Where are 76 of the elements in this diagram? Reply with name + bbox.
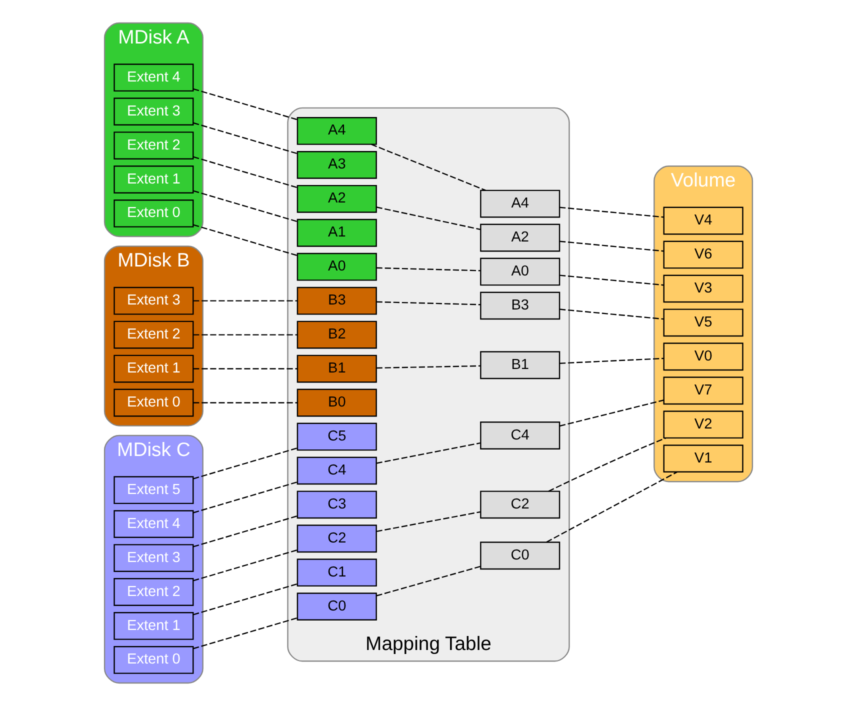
node-box: B3 [296, 286, 376, 315]
connector [192, 190, 298, 222]
node-box: Extent 0 [113, 388, 194, 417]
node-box: C1 [296, 558, 376, 587]
connector [559, 240, 664, 252]
connector [192, 402, 297, 404]
node-box: V2 [662, 410, 743, 439]
node-box: Extent 5 [113, 476, 194, 504]
connector [192, 88, 298, 120]
node-box: Extent 2 [113, 578, 194, 606]
node-box: V6 [662, 240, 743, 269]
connector [192, 617, 298, 650]
node-box: V5 [662, 308, 743, 337]
connector [548, 437, 666, 492]
connector [559, 206, 664, 218]
node-box: Extent 4 [113, 510, 194, 538]
node-box: V0 [662, 342, 743, 371]
node-box: Extent 3 [113, 98, 194, 126]
connector [376, 511, 480, 532]
connector [192, 224, 298, 256]
node-box: A2 [296, 184, 376, 213]
node-box: A0 [296, 252, 376, 281]
connector [192, 515, 298, 548]
node-box: C5 [296, 422, 376, 451]
node-box: Extent 1 [113, 612, 194, 640]
node-box: C2 [480, 490, 560, 519]
connector [559, 400, 664, 427]
connector [376, 365, 480, 369]
connector [192, 122, 298, 154]
node-box: Extent 4 [113, 64, 194, 92]
connector [376, 566, 480, 596]
node-box: C0 [480, 542, 560, 570]
node-box: Extent 1 [113, 166, 194, 194]
node-box: B1 [480, 351, 560, 380]
node-box: C2 [296, 524, 376, 553]
node-box: A0 [480, 258, 560, 286]
connector [376, 206, 480, 230]
connector [192, 447, 298, 480]
node-box: B1 [296, 354, 376, 383]
node-box: B3 [480, 292, 560, 320]
node-box: Extent 2 [113, 320, 194, 349]
node-box: C4 [296, 456, 376, 485]
connector [192, 156, 298, 188]
connector [192, 583, 298, 616]
node-box: Extent 0 [113, 200, 194, 228]
connector [376, 442, 480, 464]
connector [192, 549, 298, 582]
node-box: Extent 1 [113, 354, 194, 383]
connector [370, 144, 486, 191]
node-box: Extent 3 [113, 286, 194, 315]
connector [559, 358, 664, 364]
connector [376, 301, 480, 306]
node-box: C3 [296, 490, 376, 519]
connector [192, 300, 297, 302]
node-box: A2 [480, 224, 560, 252]
node-box: B2 [296, 320, 376, 349]
node-box: A1 [296, 218, 376, 247]
connector [376, 267, 480, 272]
connector [192, 368, 297, 370]
node-box: V4 [662, 206, 743, 235]
node-box: V7 [662, 376, 743, 405]
node-box: Extent 3 [113, 544, 194, 572]
node-box: A4 [296, 117, 376, 145]
connector [559, 308, 664, 320]
connector [192, 481, 298, 514]
node-box: A4 [480, 190, 560, 218]
node-box: Extent 2 [113, 132, 194, 160]
node-box: V1 [662, 444, 743, 472]
node-box: B0 [296, 388, 376, 417]
connector [559, 274, 664, 286]
connector [192, 334, 297, 336]
node-box: C0 [296, 592, 376, 621]
node-box: Extent 0 [113, 646, 194, 674]
node-box: C4 [480, 422, 560, 450]
node-box: V3 [662, 274, 743, 303]
node-box: A3 [296, 151, 376, 179]
